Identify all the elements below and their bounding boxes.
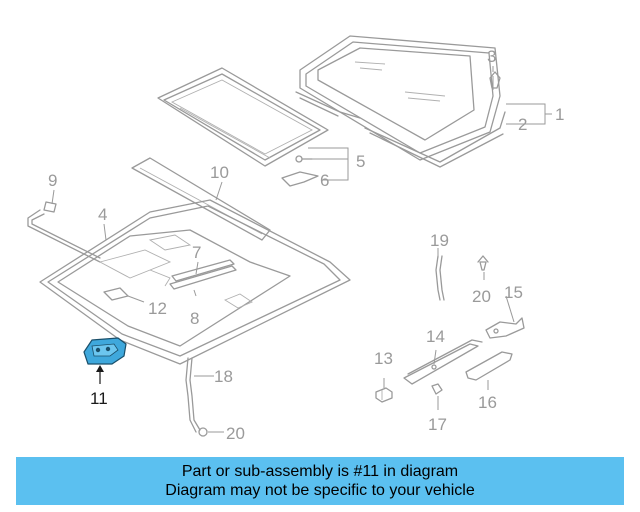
- callout-10[interactable]: 10: [210, 163, 229, 182]
- banner-line-1: Part or sub-assembly is #11 in diagram: [181, 463, 459, 480]
- callout-11[interactable]: 11: [90, 389, 108, 408]
- callout-7[interactable]: 7: [192, 243, 201, 262]
- sunroof-housing-frame[interactable]: [39, 199, 351, 365]
- front-rail-part-10[interactable]: [131, 157, 271, 241]
- fastener-part-20-upper[interactable]: [477, 255, 489, 271]
- callout-15[interactable]: 15: [504, 283, 523, 302]
- clip-part-3[interactable]: [489, 66, 501, 89]
- wind-deflector-panel[interactable]: [157, 67, 329, 167]
- parts-diagram: 3 1 2 5 6 10 9 4 7 8 12 11 18 20 19 20 1…: [27, 35, 564, 443]
- callout-4[interactable]: 4: [98, 205, 107, 224]
- hose-part-19[interactable]: [435, 255, 445, 301]
- callout-5[interactable]: 5: [356, 152, 365, 171]
- guide-rail-part-7[interactable]: [169, 259, 237, 290]
- banner-line-2: Diagram may not be specific to your vehi…: [165, 482, 475, 499]
- callout-12[interactable]: 12: [148, 299, 167, 318]
- callout-6[interactable]: 6: [320, 171, 329, 190]
- info-banner: Part or sub-assembly is #11 in diagram D…: [16, 457, 624, 505]
- arm-part-14[interactable]: [403, 339, 483, 385]
- motor-part-11[interactable]: [83, 337, 127, 384]
- callout-13[interactable]: 13: [374, 349, 393, 368]
- bracket-part-15[interactable]: [485, 317, 525, 339]
- callout-9[interactable]: 9: [48, 171, 57, 190]
- callout-numbers: 3 1 2 5 6 10 9 4 7 8 12 11 18 20 19 20 1…: [48, 47, 564, 443]
- bolt-part-5[interactable]: [295, 155, 313, 163]
- callout-19[interactable]: 19: [430, 231, 449, 250]
- drive-cable-part-18[interactable]: [185, 357, 208, 437]
- callout-3[interactable]: 3: [487, 47, 496, 66]
- callout-14[interactable]: 14: [426, 327, 445, 346]
- callout-18[interactable]: 18: [214, 367, 233, 386]
- bracket-part-6[interactable]: [281, 171, 319, 187]
- plate-part-12[interactable]: [103, 287, 129, 301]
- callout-20-lower[interactable]: 20: [226, 424, 245, 443]
- arm-part-16[interactable]: [465, 351, 513, 381]
- block-part-13[interactable]: [375, 387, 393, 403]
- pin-part-17[interactable]: [431, 383, 443, 395]
- leader-lines: [51, 76, 552, 433]
- callout-20-upper[interactable]: 20: [472, 287, 491, 306]
- callout-16[interactable]: 16: [478, 393, 497, 412]
- callout-8[interactable]: 8: [190, 309, 199, 328]
- sunroof-glass-assembly[interactable]: [295, 35, 506, 168]
- callout-1[interactable]: 1: [555, 105, 564, 124]
- callout-17[interactable]: 17: [428, 415, 447, 434]
- callout-2[interactable]: 2: [518, 115, 527, 134]
- drain-tube-part-9[interactable]: [27, 201, 101, 263]
